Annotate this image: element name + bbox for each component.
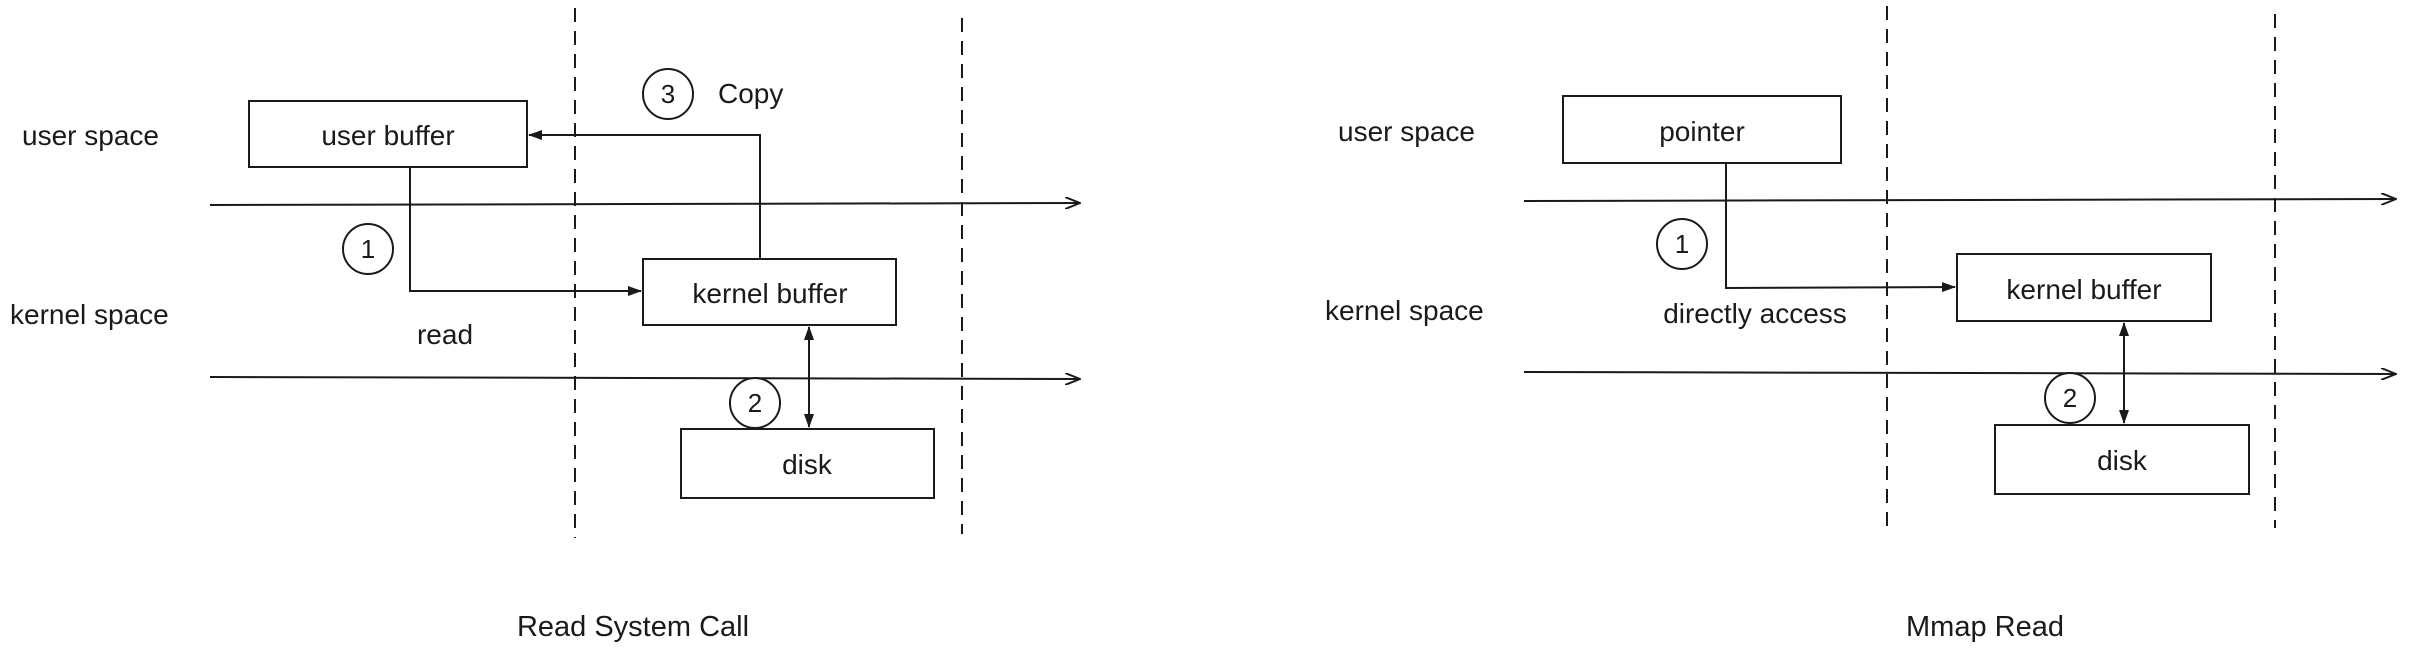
- user-space-label: user space: [1338, 116, 1475, 147]
- pointer-box: [1562, 95, 1842, 164]
- step-2-number: 2: [2063, 383, 2077, 413]
- kernel-buffer-label: kernel buffer: [2006, 274, 2161, 305]
- step-2-circle: [2044, 372, 2096, 424]
- step-1-circle: [1656, 218, 1708, 270]
- step-1-label: read: [417, 319, 473, 350]
- step-1-label: directly access: [1663, 298, 1847, 329]
- mmap-read-panel: user space kernel space pointer kernel b…: [1325, 6, 2396, 643]
- disk-box: [680, 428, 935, 499]
- kernel-buffer-box: [1956, 253, 2212, 322]
- disk-box: [1994, 424, 2250, 495]
- step-2-circle: [729, 377, 781, 429]
- step-1-circle: [342, 223, 394, 275]
- disk-label: disk: [2097, 445, 2148, 476]
- user-space-boundary-arrow: [209, 203, 1080, 205]
- kernel-space-label: kernel space: [10, 299, 169, 330]
- kernel-space-label: kernel space: [1325, 295, 1484, 326]
- step-3-number: 3: [661, 79, 675, 109]
- step-1-number: 1: [361, 234, 375, 264]
- disk-label: disk: [782, 449, 833, 480]
- step-2-number: 2: [748, 388, 762, 418]
- step-3-circle: [642, 68, 694, 120]
- step-3-label: Copy: [718, 78, 783, 109]
- read-system-call-panel: user space kernel space user buffer kern…: [10, 8, 1080, 643]
- kernel-space-boundary-arrow: [209, 377, 1080, 379]
- kernel-buffer-label: kernel buffer: [692, 278, 847, 309]
- direct-access-arrow: [1725, 163, 1956, 293]
- kernel-space-boundary-arrow: [1523, 372, 2396, 374]
- user-buffer-label: user buffer: [321, 120, 454, 151]
- step-1-number: 1: [1675, 229, 1689, 259]
- mmap-read-caption: Mmap Read: [1906, 611, 2064, 643]
- user-space-label: user space: [22, 120, 159, 151]
- kernel-buffer-box: [642, 258, 897, 326]
- read-system-call-caption: Read System Call: [517, 611, 749, 643]
- user-buffer-box: [248, 100, 528, 168]
- user-space-boundary-arrow: [1523, 199, 2396, 201]
- copy-arrow: [528, 130, 761, 259]
- pointer-label: pointer: [1659, 116, 1745, 147]
- read-request-arrow: [409, 167, 642, 296]
